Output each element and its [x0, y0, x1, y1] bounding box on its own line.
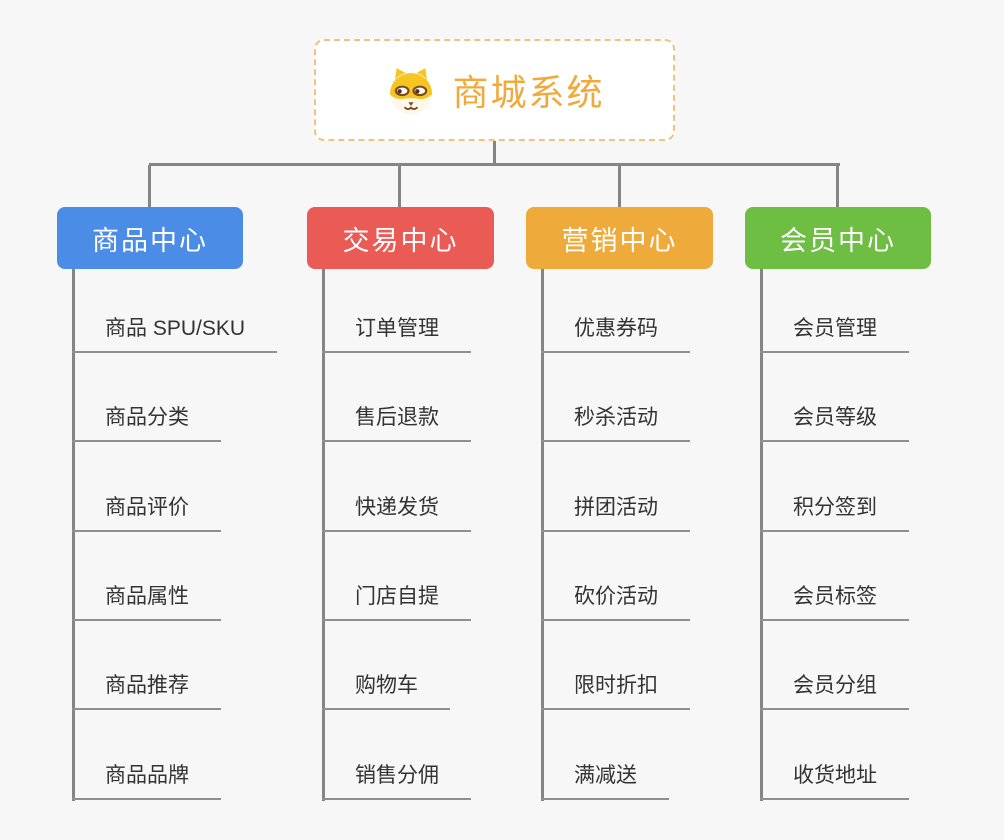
leaf-node[interactable]: 销售分佣 [322, 711, 471, 800]
leaf-node[interactable]: 商品推荐 [72, 621, 221, 710]
leaf-node[interactable]: 订单管理 [322, 264, 471, 353]
branch-node-member-center[interactable]: 会员中心 [745, 207, 931, 269]
drop-line [618, 165, 621, 208]
leaf-node[interactable]: 商品 SPU/SKU [72, 264, 278, 353]
leaf-node[interactable]: 售后退款 [322, 353, 471, 442]
leaf-node[interactable]: 优惠券码 [541, 264, 690, 353]
leaf-node[interactable]: 限时折扣 [541, 621, 690, 710]
leaf-node[interactable]: 商品属性 [72, 532, 221, 621]
drop-line [148, 165, 151, 208]
leaf-node[interactable]: 商品品牌 [72, 711, 221, 800]
leaf-node[interactable]: 会员等级 [760, 353, 909, 442]
leaf-node[interactable]: 满减送 [541, 711, 669, 800]
branch-node-product-center[interactable]: 商品中心 [57, 207, 243, 269]
root-node[interactable]: 商城系统 [314, 39, 675, 141]
leaf-node[interactable]: 商品评价 [72, 443, 221, 532]
branch-spine-line [760, 268, 763, 801]
leaf-node[interactable]: 会员标签 [760, 532, 909, 621]
leaf-node[interactable]: 门店自提 [322, 532, 471, 621]
branch-spine-line [322, 268, 325, 801]
leaf-node[interactable]: 积分签到 [760, 443, 909, 532]
leaf-node[interactable]: 购物车 [322, 621, 450, 710]
branch-node-trade-center[interactable]: 交易中心 [307, 207, 494, 269]
leaf-node[interactable]: 快递发货 [322, 443, 471, 532]
root-connector-line [493, 141, 496, 164]
branch-node-marketing-center[interactable]: 营销中心 [526, 207, 713, 269]
leaf-node[interactable]: 会员分组 [760, 621, 909, 710]
leaf-node[interactable]: 收货地址 [760, 711, 909, 800]
leaf-node[interactable]: 秒杀活动 [541, 353, 690, 442]
leaf-node[interactable]: 拼团活动 [541, 443, 690, 532]
leaf-node[interactable]: 商品分类 [72, 353, 221, 442]
drop-line [836, 165, 839, 208]
dog-face-icon [384, 63, 438, 117]
root-title: 商城系统 [452, 72, 605, 113]
branch-bus-line [149, 163, 840, 166]
branch-spine-line [72, 268, 75, 801]
leaf-node[interactable]: 砍价活动 [541, 532, 690, 621]
branch-spine-line [541, 268, 544, 801]
leaf-node[interactable]: 会员管理 [760, 264, 909, 353]
drop-line [398, 165, 401, 208]
